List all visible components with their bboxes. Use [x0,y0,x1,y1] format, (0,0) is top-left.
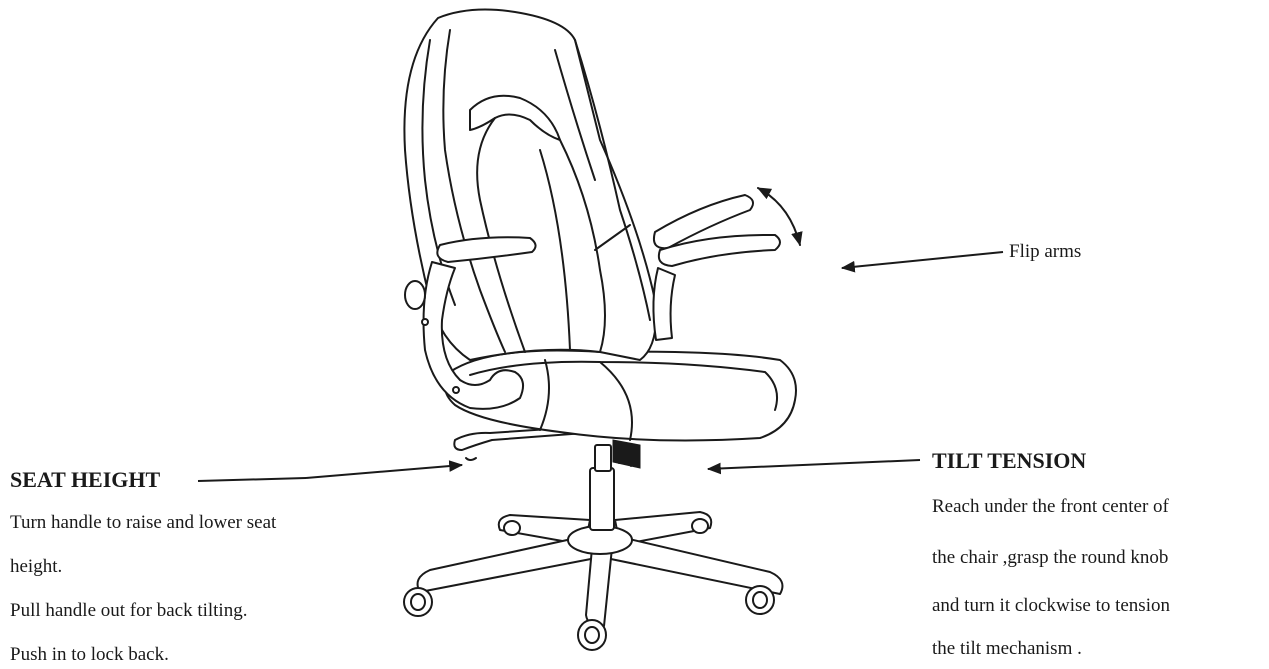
caster-wheel [504,521,520,535]
seat-height-line-2: height. [10,557,62,576]
tilt-tension-title: TILT TENSION [932,450,1086,472]
tilt-tension-line-4: the tilt mechanism . [932,639,1082,658]
gas-cylinder [590,445,614,530]
seat-height-line-1: Turn handle to raise and lower seat [10,513,276,532]
seat-height-title: SEAT HEIGHT [10,469,160,491]
seat-height-line-3: Pull handle out for back tilting. [10,601,247,620]
caster-wheel [404,588,432,616]
tilt-tension-knob [613,440,640,468]
tilt-tension-leader-arrow [708,460,920,469]
tilt-tension-line-3: and turn it clockwise to tension [932,596,1170,615]
right-armrest [653,195,780,340]
flip-arms-leader-arrow [842,252,1003,268]
caster-wheel [692,519,708,533]
caster-wheel [578,620,606,650]
caster-wheel [746,586,774,614]
seat-height-leader-arrow [306,465,462,478]
flip-arms-label: Flip arms [1009,242,1081,261]
seat-height-line-4: Push in to lock back. [10,645,169,664]
tilt-tension-line-1: Reach under the front center of [932,497,1169,516]
tilt-tension-line-2: the chair ,grasp the round knob [932,548,1168,567]
seat-height-leader-line [198,478,306,481]
